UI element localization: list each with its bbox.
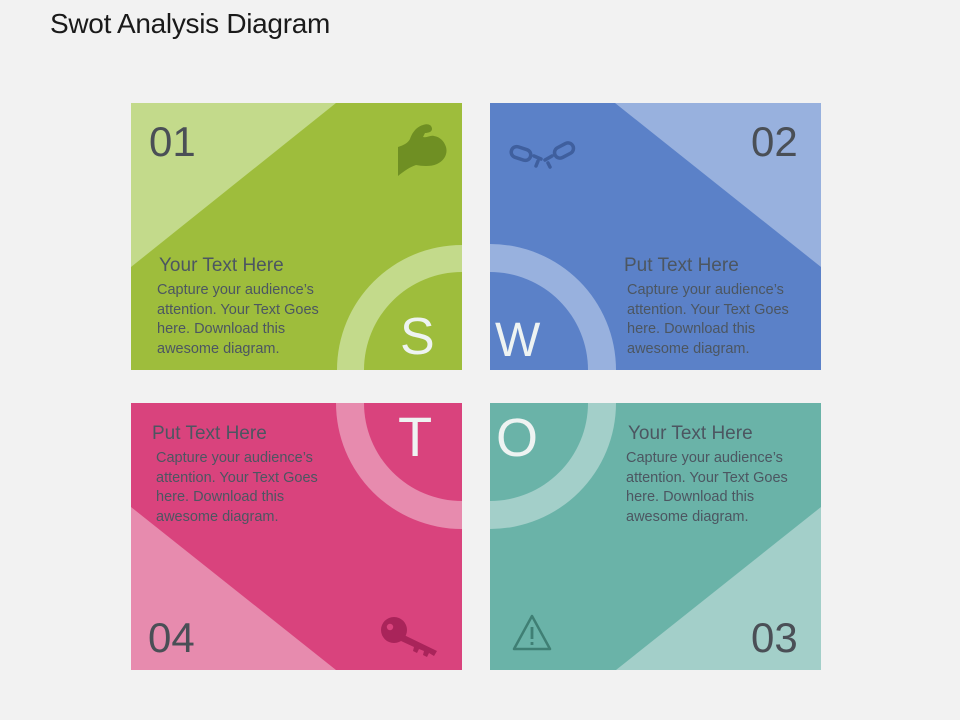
quadrant-weaknesses: 02 Put Text Here Capture your audience’s… — [490, 103, 821, 370]
quadrant-opportunities: O Your Text Here Capture your audience’s… — [490, 403, 821, 670]
quadrant-opportunities-background — [490, 403, 821, 670]
swot-letter: O — [496, 408, 539, 468]
broken-chain-icon — [509, 141, 576, 169]
warning-icon — [512, 614, 552, 651]
flexed-arm-icon — [398, 124, 447, 176]
quadrant-body: Capture your audience’s attention. Your … — [157, 282, 319, 357]
quadrant-weaknesses-background — [490, 103, 821, 370]
quadrant-number: 01 — [149, 118, 196, 165]
swot-letter: W — [495, 314, 541, 367]
quadrant-heading: Put Text Here — [152, 423, 267, 444]
quadrant-body: Capture your audience’s attention. Your … — [627, 282, 789, 357]
quadrant-strengths: 01 Your Text Here Capture your audience’… — [131, 103, 462, 370]
key-icon — [381, 617, 437, 657]
quadrant-body: Capture your audience’s attention. Your … — [156, 450, 318, 525]
quadrant-number: 03 — [751, 614, 798, 661]
page-title: Swot Analysis Diagram — [50, 8, 331, 39]
quadrant-threats-background — [131, 403, 462, 670]
quadrant-heading: Your Text Here — [159, 255, 284, 276]
quadrant-body: Capture your audience’s attention. Your … — [626, 450, 788, 525]
swot-letter: T — [398, 405, 433, 468]
quadrant-number: 04 — [148, 614, 195, 661]
quadrant-threats: Put Text Here Capture your audience’s at… — [131, 403, 462, 670]
swot-letter: S — [400, 308, 435, 366]
quadrant-heading: Put Text Here — [624, 255, 739, 276]
quadrant-heading: Your Text Here — [628, 423, 753, 444]
quadrant-number: 02 — [751, 118, 798, 165]
